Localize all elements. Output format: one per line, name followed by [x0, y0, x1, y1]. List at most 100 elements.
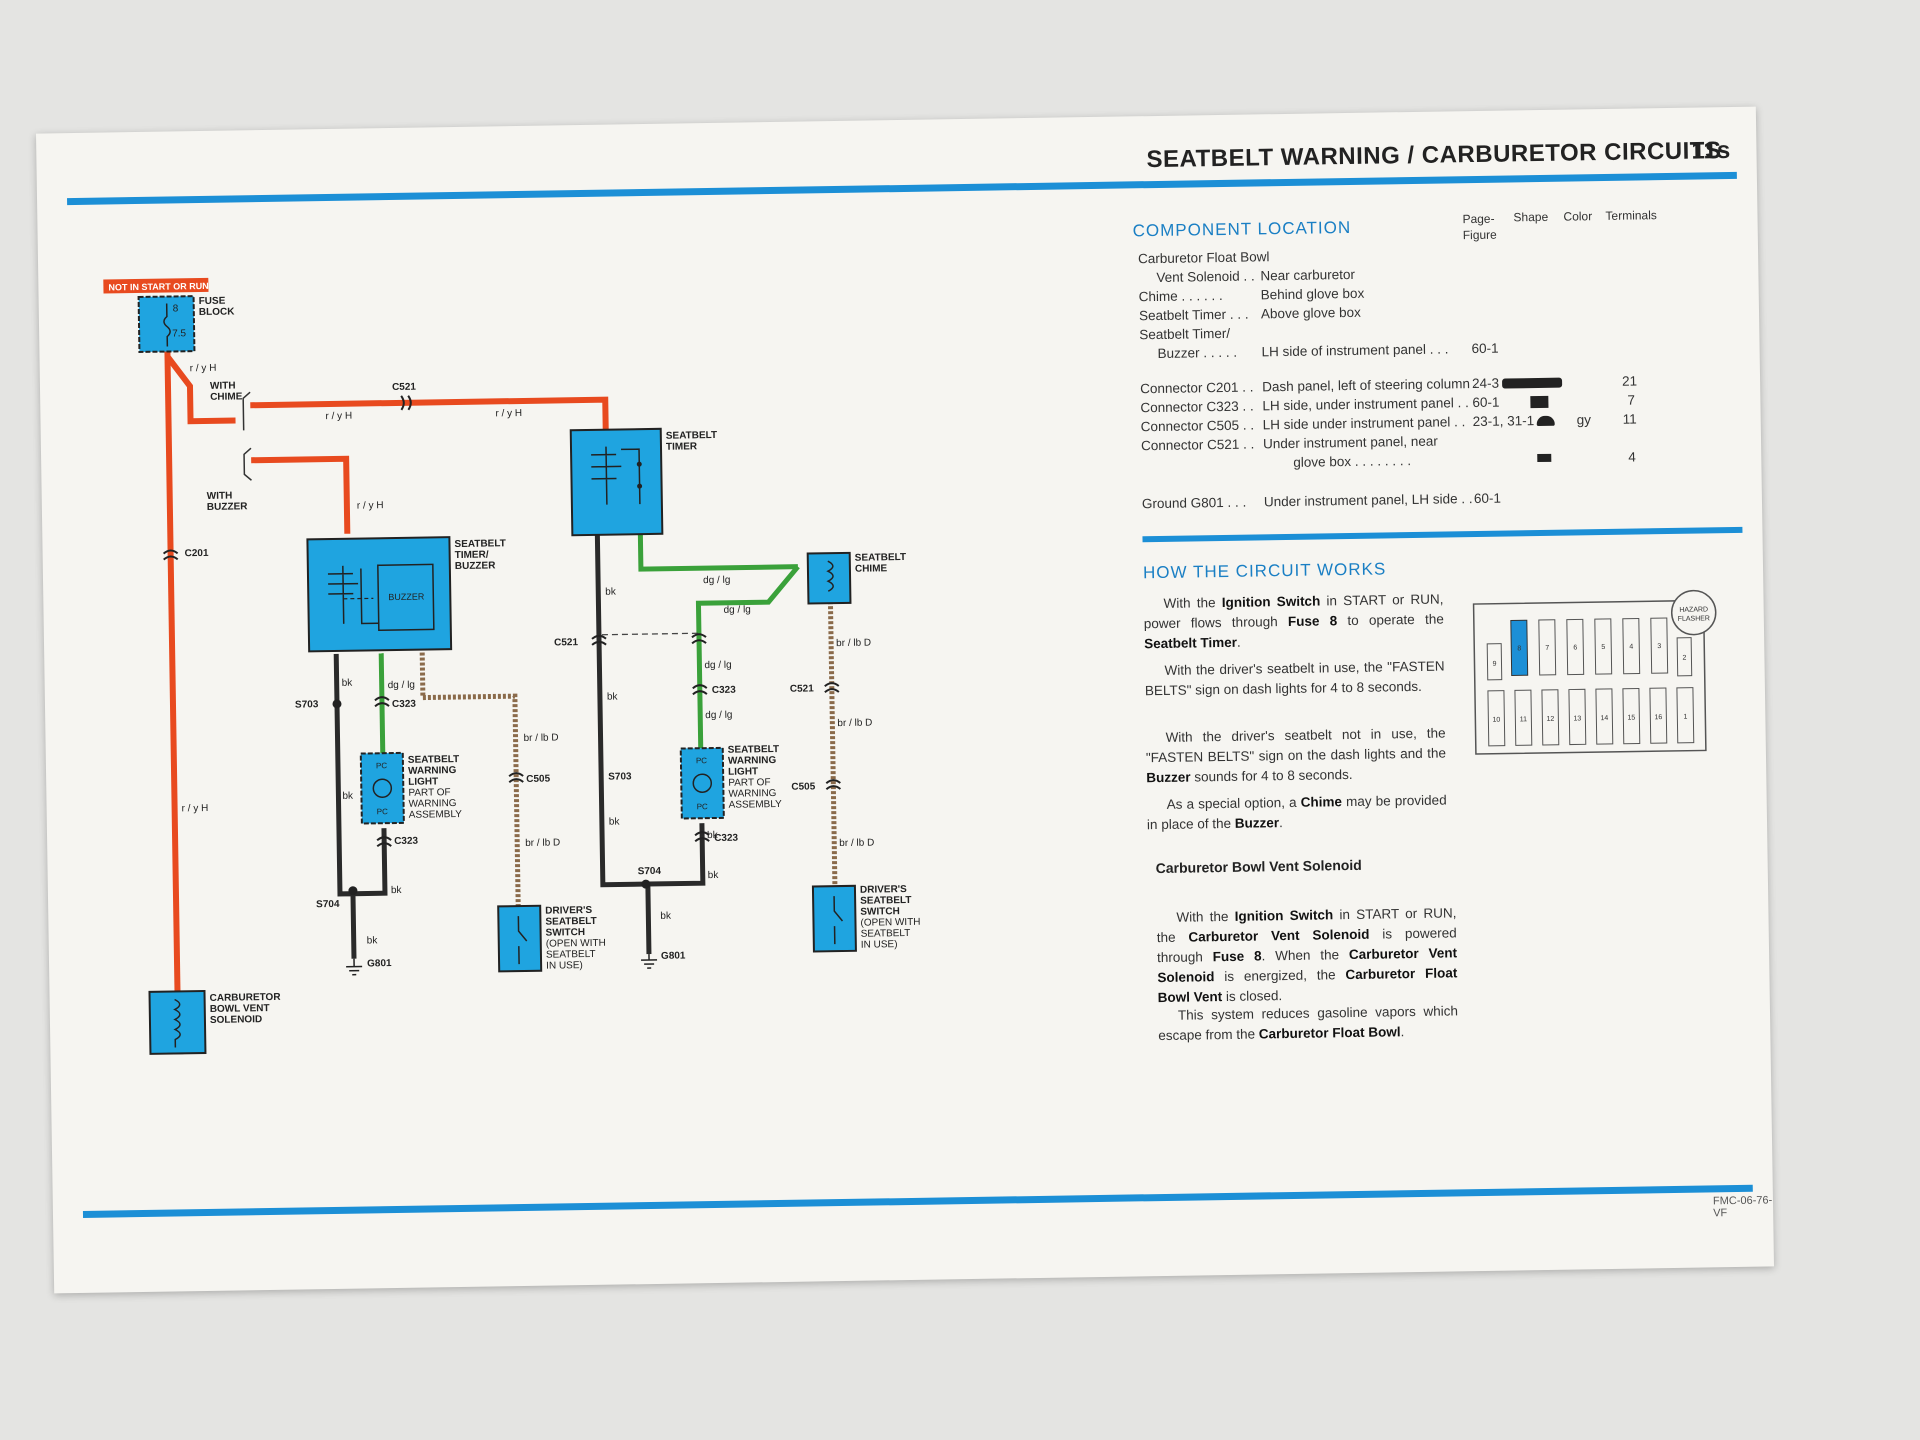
warning-light-left-pc-1: PC: [376, 761, 387, 770]
comp-row-name: Buzzer . . . . .: [1157, 344, 1238, 361]
with-chime-2: CHIME: [210, 391, 243, 403]
wl-right-label-1: SEATBELT: [728, 744, 779, 756]
wire-brown-2: [827, 601, 838, 887]
label-c505-2: C505: [791, 781, 816, 792]
switch-left: [497, 904, 543, 973]
col-color: Color: [1563, 209, 1593, 224]
fuse-slot-3: 3: [1657, 643, 1661, 650]
col-page-figure: Page-Figure: [1462, 211, 1497, 243]
comp-row-location: Behind glove box: [1260, 285, 1365, 303]
fuse-slot-10: 10: [1492, 717, 1500, 724]
wire-brown-1: [419, 652, 521, 907]
wire-label-bk-9: bk: [707, 830, 719, 841]
warning-light-left-pc-2: PC: [377, 807, 388, 816]
warning-light-right: [679, 746, 725, 820]
connector-marks: [162, 395, 842, 896]
wire-black-3: [594, 534, 652, 955]
shape-c521-icon: [1537, 453, 1552, 463]
comp-row-page: 24-3: [1471, 375, 1500, 392]
comp-row-terminals: 11: [1622, 411, 1637, 427]
wire-label-ry-1: r / y H: [190, 363, 217, 374]
chime-module: [806, 551, 852, 605]
wire-label-brlbd-1: br / lb D: [523, 732, 558, 744]
wire-label-dglg-2: dg / lg: [703, 575, 730, 586]
carb-label-1: CARBURETOR: [210, 992, 282, 1004]
paragraph-2: With the driver's seatbelt in use, the "…: [1144, 658, 1445, 699]
fuse-panel-diagram: HAZARD FLASHER 9 8 7 6 5 4 3 2: [1472, 589, 1717, 755]
comp-row-name: Connector C323 . .: [1140, 398, 1254, 416]
comp-row-location: glove box . . . . . . . .: [1293, 453, 1412, 470]
chime-label-2: CHIME: [855, 563, 888, 575]
shape-c201-icon: [1502, 377, 1563, 389]
comp-row-location: Under instrument panel, LH side . .: [1263, 491, 1473, 510]
label-s704-1: S704: [316, 899, 340, 910]
comp-row-name: Seatbelt Timer/: [1139, 325, 1231, 343]
switch-right-label-3: SWITCH: [860, 906, 900, 918]
wire-label-bk-3: bk: [391, 885, 403, 896]
carb-subheading: Carburetor Bowl Vent Solenoid: [1155, 856, 1362, 877]
with-buzzer-1: WITH: [207, 491, 233, 502]
wire-label-bk-8: bk: [660, 911, 672, 922]
warning-light-right-pc-1: PC: [696, 756, 707, 765]
comp-row-terminals: 21: [1621, 373, 1638, 389]
fuse-slot-1: 1: [1683, 714, 1687, 721]
start-run-tag: [103, 277, 209, 294]
fuse-pin-8: 8: [173, 303, 179, 314]
comp-row-page: 60-1: [1471, 340, 1499, 357]
wire-red-buzzer: [251, 455, 351, 534]
fuse-slot-2: 2: [1682, 655, 1686, 662]
paragraph-3: With the driver's seatbelt not in use, t…: [1145, 725, 1447, 786]
wire-label-brlbd-3: br / lb D: [836, 638, 871, 650]
wl-right-label-4: PART OF: [728, 777, 770, 789]
paragraph-5: With the Ignition Switch in START or RUN…: [1156, 905, 1458, 1006]
comp-row-name: Chime . . . . . .: [1138, 287, 1223, 305]
chime-label-1: SEATBELT: [855, 552, 906, 564]
comp-row-name: Connector C201 . .: [1140, 379, 1254, 397]
warning-light-left: [359, 751, 405, 825]
label-c323-4: C323: [714, 833, 739, 844]
wl-left-label-5: WARNING: [408, 798, 456, 810]
wire-label-dglg-1: dg / lg: [388, 680, 415, 691]
wire-label-dglg-3: dg / lg: [723, 604, 750, 615]
comp-row-name: Ground G801 . . .: [1141, 494, 1247, 512]
wire-label-ry-3: r / y H: [495, 408, 522, 419]
switch-left-label-6: IN USE): [546, 960, 583, 972]
wire-label-bk-4: bk: [367, 935, 379, 946]
wire-chime-bracket: [242, 391, 252, 481]
switch-right-label-6: IN USE): [861, 939, 898, 951]
label-s704-2: S704: [638, 866, 662, 877]
carb-label-3: SOLENOID: [210, 1014, 262, 1026]
switch-left-label-4: (OPEN WITH: [546, 938, 606, 950]
carb-solenoid: [148, 990, 207, 1055]
wire-label-brlbd-4: br / lb D: [837, 718, 872, 730]
wire-label-dglg-4: dg / lg: [704, 660, 731, 671]
wire-label-bk-5: bk: [605, 587, 617, 598]
paragraph-6: This system reduces gasoline vapors whic…: [1158, 1003, 1459, 1044]
wire-label-bk-2: bk: [342, 791, 354, 802]
switch-right-label-1: DRIVER'S: [860, 884, 907, 896]
wire-label-brlbd-2: br / lb D: [525, 837, 560, 849]
fuse-slot-14: 14: [1600, 715, 1608, 722]
comp-row-name: Connector C505 . .: [1140, 417, 1255, 435]
hazard-label-2: FLASHER: [1678, 615, 1710, 623]
fuse-row-bottom: [1487, 687, 1695, 747]
wire-label-bk-10: bk: [708, 870, 720, 881]
comp-row-terminals: 4: [1628, 449, 1636, 465]
label-c521-right: C521: [790, 683, 815, 694]
comp-row-location: Dash panel, left of steering column .: [1262, 375, 1478, 395]
switch-left-label-5: SEATBELT: [546, 949, 596, 961]
wire-black-2: [352, 828, 388, 897]
fuse-block-label-1: FUSE: [199, 296, 226, 307]
wire-green-3: [695, 565, 800, 749]
comp-row-name: Connector C521 . .: [1140, 436, 1255, 454]
fuse-pin-7-5: 7.5: [172, 328, 187, 339]
comp-row-location: LH side, under instrument panel . .: [1262, 395, 1469, 414]
switch-left-label-2: SEATBELT: [545, 916, 596, 928]
wl-right-label-6: ASSEMBLY: [729, 799, 783, 811]
timer-buzzer-module: [306, 536, 453, 653]
timer-buzzer-label-2: TIMER/: [455, 550, 489, 562]
fuse-block-label-2: BLOCK: [199, 306, 235, 318]
comp-row-page: 60-1: [1472, 394, 1500, 411]
timer-label-1: SEATBELT: [666, 430, 717, 442]
comp-row-terminals: 7: [1627, 392, 1636, 408]
